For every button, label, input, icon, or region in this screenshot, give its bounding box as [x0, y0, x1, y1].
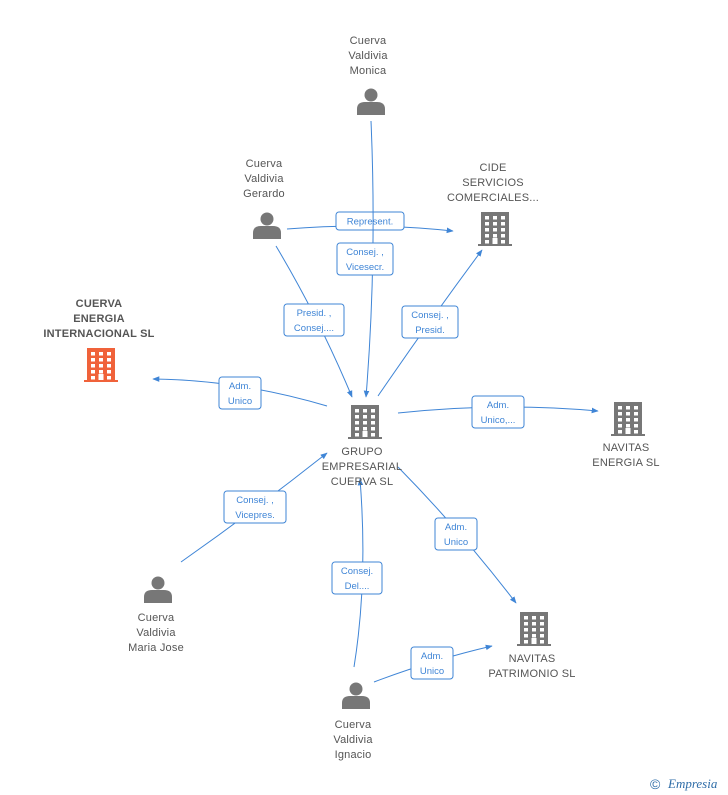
node-label: Gerardo — [243, 188, 285, 200]
edge-label-box[interactable] — [410, 646, 454, 680]
edge-label-text: Adm. — [445, 522, 467, 533]
building-icon — [478, 212, 512, 246]
node-label: Valdivia — [333, 734, 373, 746]
node-label: CUERVA — [76, 298, 123, 310]
building-icon — [84, 348, 118, 382]
edge-monica-grupo[interactable]: Consej. , Vicesecr. — [336, 120, 394, 398]
edge-label-text: Unico — [420, 666, 444, 677]
edge-label-box[interactable] — [335, 211, 405, 231]
building-icon — [517, 612, 551, 646]
edge-gerardo-grupo[interactable]: Presid. , Consej.... — [275, 245, 353, 398]
node-navitas_p[interactable]: NAVITAS PATRIMONIO SL — [488, 612, 575, 680]
edge-label-text: Del.... — [345, 581, 370, 592]
edge-label-box[interactable] — [218, 376, 262, 410]
node-navitas_e[interactable]: NAVITAS ENERGIA SL — [592, 402, 660, 469]
node-label: ENERGIA — [73, 313, 125, 325]
edge-label-text: Adm. — [229, 381, 251, 392]
edge-mariajose-grupo[interactable]: Consej. , Vicepres. — [180, 452, 328, 563]
person-icon — [357, 88, 385, 115]
person-icon — [342, 682, 370, 709]
node-cide[interactable]: CIDE SERVICIOS COMERCIALES... — [447, 162, 539, 246]
node-label: NAVITAS — [509, 653, 556, 665]
edge-gerardo-cide[interactable]: Represent. — [286, 211, 454, 234]
edge-label-box[interactable] — [336, 242, 394, 276]
edge-label-box[interactable] — [434, 517, 478, 551]
edge-label-text: Adm. — [421, 651, 443, 662]
edge-label-text: Consej. — [341, 566, 373, 577]
node-label: SERVICIOS — [462, 177, 524, 189]
node-grupo[interactable]: GRUPO EMPRESARIAL CUERVA SL — [322, 405, 402, 488]
node-label: NAVITAS — [603, 442, 650, 454]
edge-label-text: Presid. , — [297, 308, 332, 319]
edge-label-text: Unico — [444, 537, 468, 548]
building-icon — [348, 405, 382, 439]
edge-label-box[interactable] — [223, 490, 287, 524]
node-label: Valdivia — [348, 50, 388, 62]
edge-grupo-cide[interactable]: Consej. , Presid. — [377, 249, 483, 397]
edge-label-text: Unico — [228, 396, 252, 407]
node-label: Maria Jose — [128, 642, 184, 654]
node-label: ENERGIA SL — [592, 457, 659, 469]
edge-label-text: Presid. — [415, 325, 445, 336]
node-label: PATRIMONIO SL — [488, 668, 575, 680]
node-cei[interactable]: CUERVA ENERGIA INTERNACIONAL SL — [43, 298, 154, 382]
node-label: Valdivia — [244, 173, 284, 185]
edge-grupo-navitas_e[interactable]: Adm. Unico,... — [397, 395, 599, 429]
edge-ignacio-grupo[interactable]: Consej. Del.... — [331, 478, 383, 668]
node-label: COMERCIALES... — [447, 192, 539, 204]
edges-layer: Represent. Consej. , Vicesecr. Presid. , Con… — [152, 120, 599, 683]
node-label: Cuerva — [335, 719, 372, 731]
node-label: GRUPO — [341, 446, 383, 458]
node-label: CUERVA SL — [331, 476, 394, 488]
edge-label-text: Vicepres. — [235, 510, 274, 521]
edge-label-box[interactable] — [283, 303, 345, 337]
node-label: Valdivia — [136, 627, 176, 639]
edge-label-text: Consej. , — [411, 310, 449, 321]
footer: © Empresia — [650, 776, 718, 792]
nodes-layer: CuervaValdiviaMonicaCuervaValdiviaGerard… — [43, 35, 659, 761]
edge-label-text: Consej. , — [236, 495, 274, 506]
edge-grupo-navitas_p[interactable]: Adm. Unico — [397, 466, 517, 604]
node-label: Cuerva — [138, 612, 175, 624]
edge-grupo-cei[interactable]: Adm. Unico — [152, 376, 328, 410]
edge-label-box[interactable] — [471, 395, 525, 429]
brand-logo[interactable]: Empresia — [667, 776, 718, 791]
node-label: Cuerva — [246, 158, 283, 170]
person-icon — [253, 212, 281, 239]
person-icon — [144, 576, 172, 603]
edge-label-box[interactable] — [331, 561, 383, 595]
building-icon — [611, 402, 645, 436]
copyright-symbol: © — [650, 776, 661, 792]
edge-label-text: Adm. — [487, 400, 509, 411]
node-label: Cuerva — [350, 35, 387, 47]
edge-label-text: Unico,... — [481, 415, 516, 426]
edge-label-text: Consej. , — [346, 247, 384, 258]
node-label: Monica — [350, 65, 387, 77]
edge-label-text: Vicesecr. — [346, 262, 384, 273]
node-label: CIDE — [479, 162, 506, 174]
node-label: EMPRESARIAL — [322, 461, 402, 473]
edge-label-box[interactable] — [401, 305, 459, 339]
edge-label-text: Consej.... — [294, 323, 334, 334]
node-label: Ignacio — [335, 749, 372, 761]
node-label: INTERNACIONAL SL — [43, 328, 154, 340]
edge-label-text: Represent. — [347, 217, 393, 228]
edge-ignacio-navitas_p[interactable]: Adm. Unico — [373, 644, 493, 683]
